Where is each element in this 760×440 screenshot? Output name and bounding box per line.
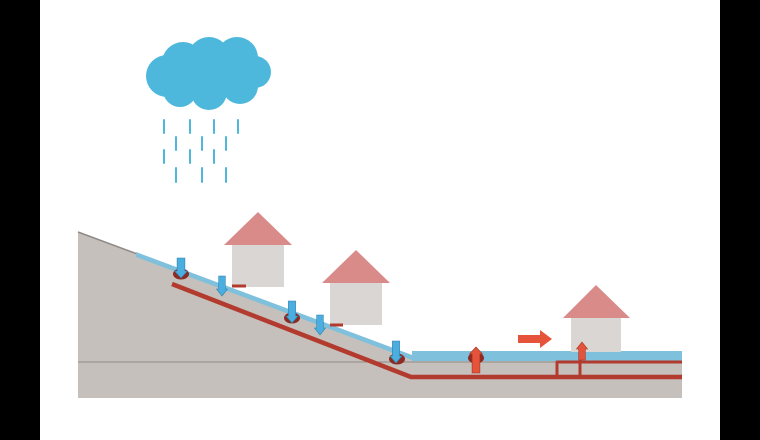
ground xyxy=(78,232,682,398)
arrow-down-icon xyxy=(389,340,403,364)
house-icon xyxy=(224,212,292,287)
rain-cloud-icon xyxy=(146,37,271,110)
arrow-down-icon xyxy=(285,300,299,324)
arrow-up-icon xyxy=(575,341,589,361)
ground-surface-edge xyxy=(77,231,141,256)
arrow-down-icon xyxy=(215,275,229,297)
surface-water-flat xyxy=(412,351,682,361)
surface-water-slope xyxy=(136,252,412,360)
arrow-right-icon xyxy=(518,330,552,348)
arrow-down-icon xyxy=(173,257,189,279)
rain-streaks xyxy=(163,119,239,183)
arrow-down-icon xyxy=(313,314,327,336)
house-icon xyxy=(322,250,390,325)
exfiltration-arrows xyxy=(468,341,589,374)
arrow-up-icon xyxy=(468,346,484,374)
infiltration-arrows xyxy=(173,257,403,364)
